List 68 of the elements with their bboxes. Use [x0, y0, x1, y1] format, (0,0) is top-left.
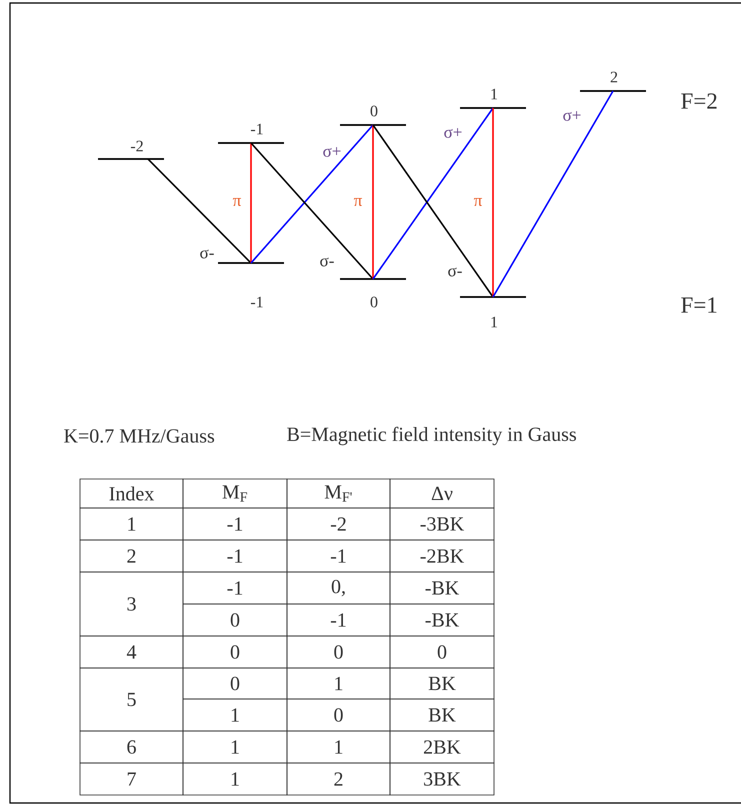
- table-cell: -1: [182, 540, 288, 572]
- table-cell: BK: [390, 668, 494, 700]
- transition-line: [250, 142, 374, 280]
- transition-line: [492, 108, 494, 297]
- note-text: B=Magnetic field intensity in Gauss: [287, 426, 576, 446]
- transition-label: π: [474, 198, 482, 206]
- table-cell: M$_{F'}$: [286, 478, 390, 508]
- table-cell: 5: [80, 668, 184, 732]
- table-cell: Δν: [390, 478, 494, 508]
- table-cell: 2: [286, 762, 390, 796]
- transition-line: [250, 143, 252, 263]
- transition-label: σ-: [448, 268, 462, 276]
- transition-line: [250, 124, 374, 264]
- energy-level: -1: [218, 262, 284, 308]
- table-cell: 2BK: [390, 730, 494, 764]
- energy-level: -1: [218, 124, 284, 144]
- energy-level: 0: [340, 278, 406, 308]
- table-cell: -1: [182, 572, 288, 604]
- table-cell: 3: [80, 572, 184, 636]
- note-text: K=0.7 MHz/Gauss: [64, 429, 214, 443]
- transition-line: [372, 108, 494, 280]
- table-cell: M$_{F}$: [182, 478, 288, 508]
- transition-label: σ+: [323, 147, 341, 157]
- transition-line: [147, 158, 252, 264]
- transition-label: σ-: [320, 258, 334, 266]
- table-cell: 7: [80, 762, 184, 796]
- table-cell: 1: [182, 698, 288, 732]
- energy-level: 1: [460, 296, 526, 328]
- table-cell: 0,: [286, 572, 390, 604]
- table-cell: Index: [80, 478, 184, 508]
- table-cell: -BK: [390, 604, 494, 636]
- table-cell: 1: [286, 668, 390, 700]
- energy-level: -2: [98, 140, 164, 160]
- level-label: F=1: [681, 297, 716, 313]
- table-cell: 0: [182, 604, 288, 636]
- table-cell: 0: [286, 636, 390, 668]
- table-cell: 4: [80, 636, 184, 668]
- transition-label: σ+: [444, 128, 462, 138]
- level-label: F=2: [681, 93, 717, 109]
- table-cell: -3BK: [390, 508, 494, 540]
- table-cell: BK: [390, 698, 494, 732]
- transition-label: σ+: [563, 111, 581, 121]
- table-cell: -1: [286, 540, 390, 572]
- table-cell: 3BK: [390, 762, 494, 796]
- table-cell: 0: [286, 698, 390, 732]
- table-cell: -2: [286, 508, 390, 540]
- table-cell: 1: [182, 762, 288, 796]
- transition-line: [372, 124, 494, 298]
- table-cell: 1: [182, 730, 288, 764]
- table-cell: 1: [286, 730, 390, 764]
- transition-label: σ-: [200, 250, 214, 258]
- table-cell: -BK: [390, 572, 494, 604]
- table-cell: 1: [80, 508, 184, 540]
- transition-line: [372, 125, 374, 279]
- transition-line: [492, 90, 614, 298]
- table-cell: 2: [80, 540, 184, 572]
- table-cell: -1: [286, 604, 390, 636]
- transition-label: π: [232, 198, 242, 206]
- energy-level: 0: [340, 106, 406, 126]
- table-cell: 6: [80, 730, 184, 764]
- table-cell: 0: [182, 668, 288, 700]
- table-cell: -2BK: [390, 540, 494, 572]
- table-cell: 0: [182, 636, 288, 668]
- energy-level: 2: [580, 72, 646, 92]
- table-cell: -1: [182, 508, 288, 540]
- table-cell: 0: [390, 636, 494, 668]
- transition-label: π: [354, 198, 362, 206]
- energy-level: 1: [460, 88, 526, 109]
